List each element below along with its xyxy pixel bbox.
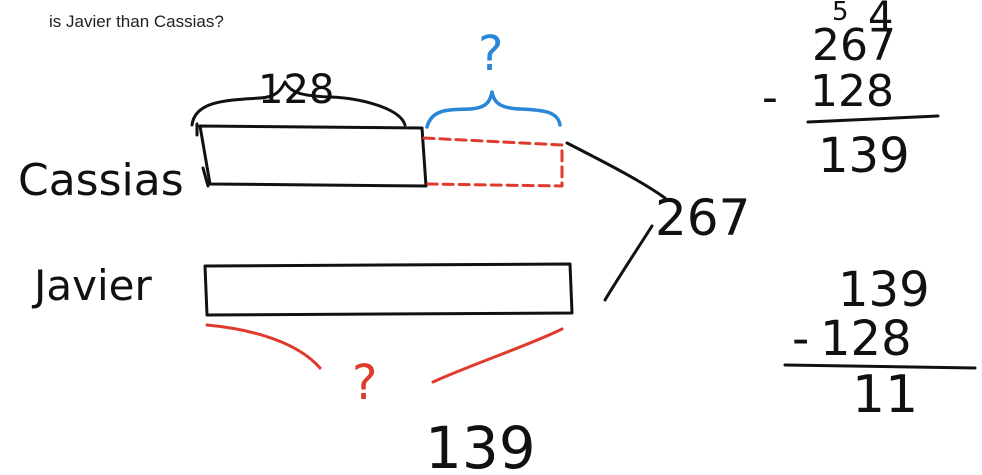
sub1-minuend: 267: [812, 20, 896, 71]
regroup-ones-digit: 4: [868, 0, 893, 40]
javier-label: Javier: [31, 261, 152, 310]
total-connector-top: [565, 141, 667, 200]
cassias-brace: [190, 80, 407, 127]
cassias-label: Cassias: [18, 155, 184, 206]
sub2-operator: -: [792, 311, 809, 367]
regroup-tens-digit: 5: [832, 0, 849, 27]
javier-brace: [205, 323, 564, 384]
sub2-minuend: 139: [838, 262, 930, 318]
sub2-subtrahend: 128: [820, 311, 912, 367]
sub2-underline: [783, 363, 977, 370]
javier-value-label: 139: [425, 414, 536, 475]
sub2-result: 11: [852, 365, 918, 425]
cassias-length-label: 128: [258, 67, 334, 113]
sub1-subtrahend: 128: [810, 66, 894, 117]
cassias-bar-left-edge: [195, 122, 210, 188]
total-connector-bottom: [603, 224, 654, 302]
question-text: is Javier than Cassias?: [49, 12, 224, 31]
cassias-bar: [198, 124, 428, 188]
difference-question-mark: ?: [478, 26, 503, 82]
sub1-result: 139: [818, 128, 910, 184]
sub1-underline: [806, 114, 940, 124]
cassias-unknown-extension: [422, 136, 564, 188]
javier-question-mark: ?: [352, 355, 377, 411]
sub1-operator: -: [762, 72, 778, 123]
total-label: 267: [655, 189, 750, 247]
difference-brace: [425, 90, 562, 129]
javier-bar: [203, 262, 574, 317]
